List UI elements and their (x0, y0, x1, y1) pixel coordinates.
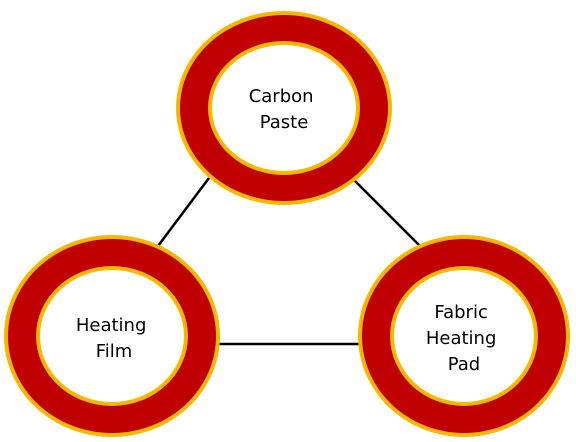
node-label-heating-film: Heating Film (76, 315, 152, 362)
node-heating-film: Heating Film (4, 235, 220, 437)
node-label-fabric-heating-pad: Fabric Heating Pad (426, 302, 502, 375)
node-label-carbon-paste: Carbon Paste (249, 86, 320, 133)
connector-carbon-paste-heating-film (157, 177, 210, 247)
node-fabric-heating-pad: Fabric Heating Pad (358, 235, 570, 437)
connector-carbon-paste-fabric-heating-pad (353, 179, 421, 247)
node-carbon-paste: Carbon Paste (176, 11, 392, 205)
